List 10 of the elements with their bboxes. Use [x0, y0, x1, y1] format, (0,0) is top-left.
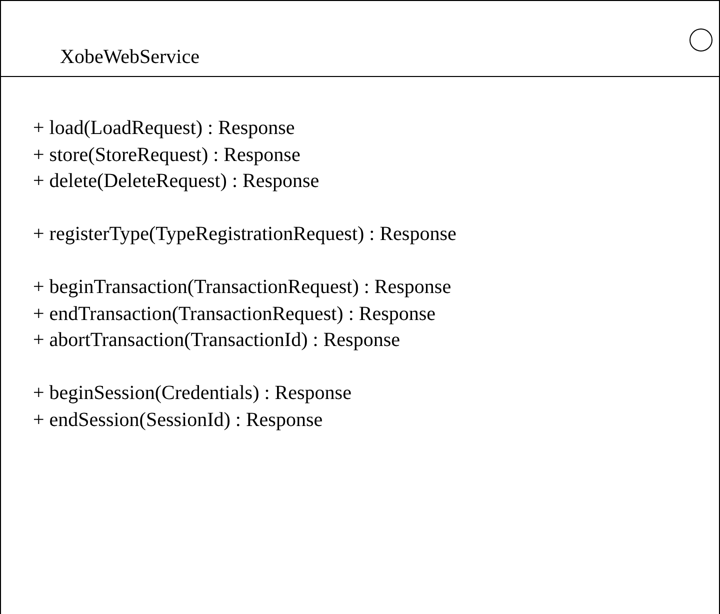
method-signature: + beginTransaction(TransactionRequest) : Response: [33, 275, 452, 299]
method-signature: + delete(DeleteRequest) : Response: [33, 169, 320, 193]
method-signature: + abortTransaction(TransactionId) : Response: [33, 328, 400, 352]
class-name: XobeWebService: [60, 45, 200, 69]
method-signature: + endSession(SessionId) : Response: [33, 408, 323, 432]
method-signature: + store(StoreRequest) : Response: [33, 142, 300, 166]
method-signature: + beginSession(Credentials) : Response: [33, 381, 352, 405]
method-signature: + registerType(TypeRegistrationRequest) : Response: [33, 222, 456, 246]
method-signature: + endTransaction(TransactionRequest) : Response: [33, 302, 436, 326]
method-signature: + load(LoadRequest) : Response: [33, 116, 295, 140]
